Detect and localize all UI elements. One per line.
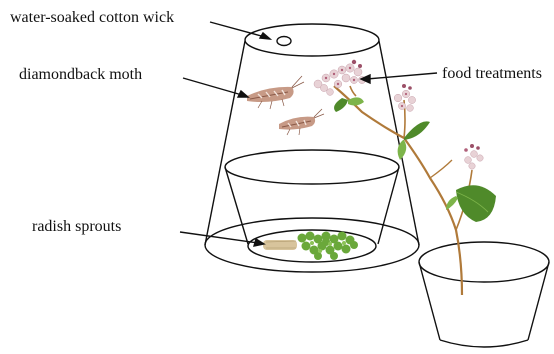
moth-icon [247,76,324,135]
leaf-5 [334,98,348,112]
label-diamondback-moth: diamondback moth [19,66,142,83]
inner-cup-left [225,167,248,244]
leaf-3 [456,185,496,222]
radish-sprouts-icon [263,232,358,261]
arrow-food [367,73,437,79]
leaf-4 [446,196,458,210]
flower-cluster-3 [464,144,483,169]
flower-cluster-2 [394,84,415,111]
moth-2 [279,109,324,135]
label-food-treatments: food treatments [442,65,542,82]
water-cup [419,242,549,347]
wick-hole [277,37,291,46]
inner-cup-rim [225,150,399,184]
arrow-moth [183,78,242,95]
inner-cup-right [378,167,399,244]
leaf-6 [348,97,364,105]
label-radish-sprouts: radish sprouts [32,218,121,235]
water-cup-bottom [440,340,528,347]
cage-right-side [379,41,419,245]
main-stem [334,86,462,295]
arrow-wick [210,22,265,37]
moth-1 [247,76,304,109]
cage-top-rim [245,24,379,56]
water-cup-rim [419,242,549,282]
leaf-1 [404,121,430,140]
label-water-soaked-cotton-wick: water-soaked cotton wick [10,9,174,26]
